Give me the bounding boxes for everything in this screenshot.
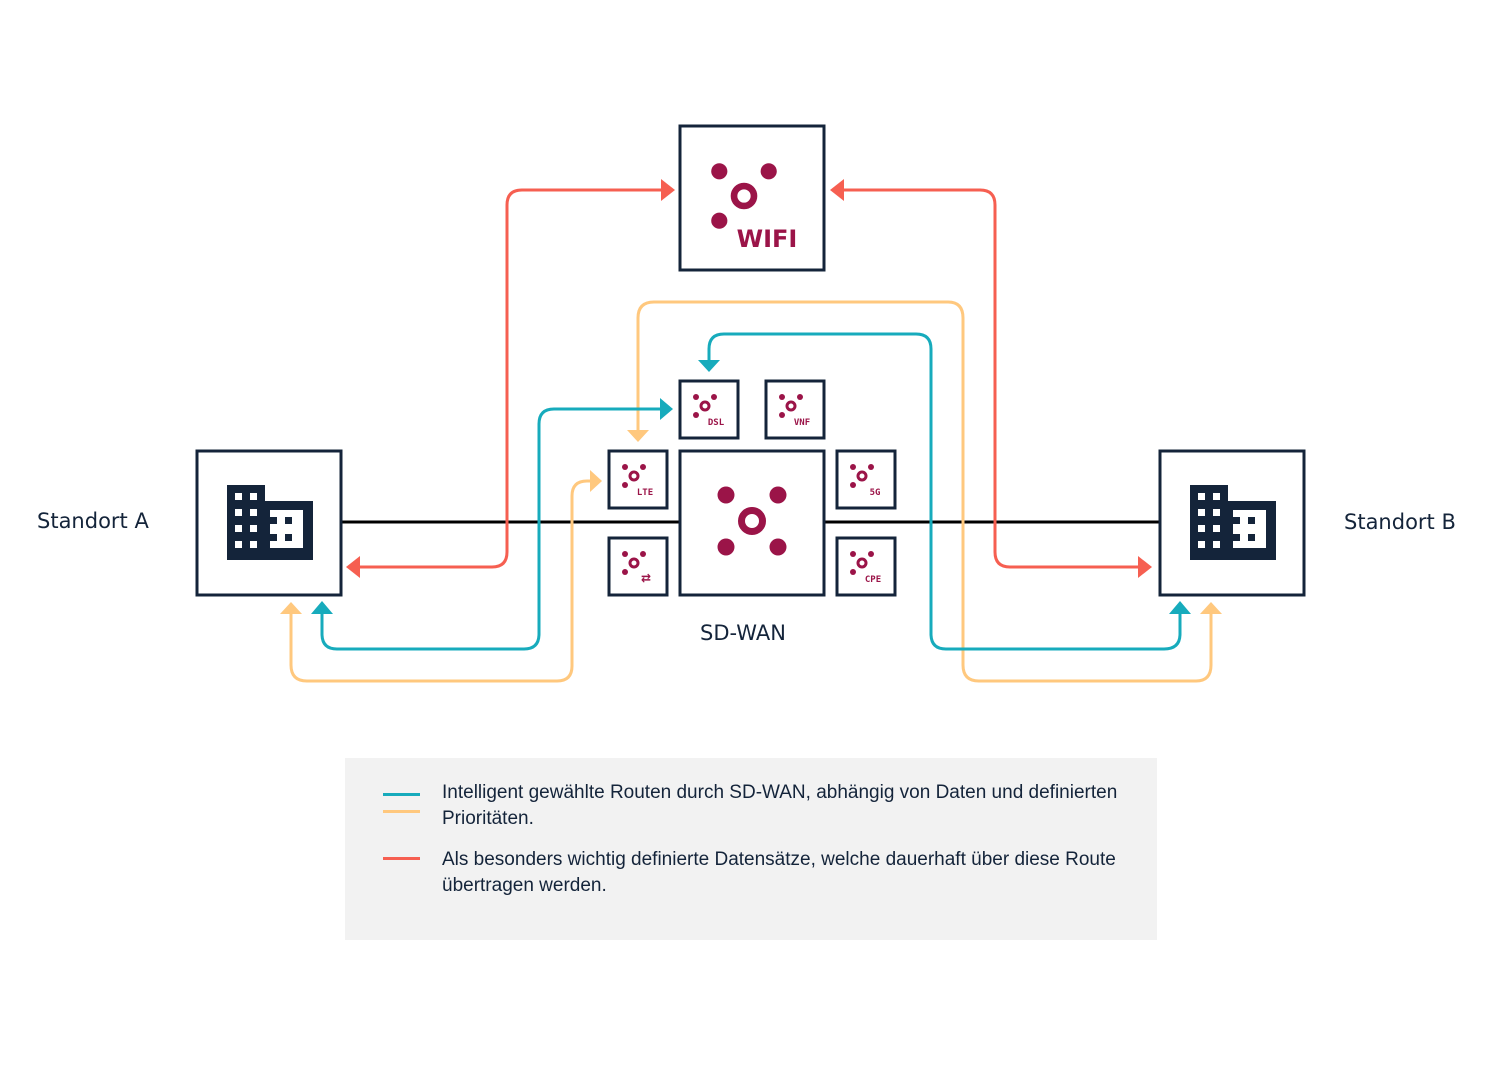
module-label: LTE (637, 488, 653, 498)
wifi-label: WIFI (737, 225, 798, 253)
sd-wan-label: SD-WAN (700, 621, 786, 645)
module-lte: LTE (607, 449, 669, 510)
arrowhead-icon (1169, 601, 1191, 614)
wifi-node: WIFI (678, 124, 826, 272)
red-route-a-wifi (356, 188, 665, 569)
arrowhead-icon (280, 602, 302, 614)
module-label: VNF (794, 418, 810, 428)
module-label: 5G (870, 488, 881, 498)
legend-swatch-teal (383, 793, 420, 796)
orange-route-a-lte (289, 479, 592, 683)
site-a-node (195, 449, 343, 597)
sd-wan-hub (678, 449, 826, 597)
legend: Intelligent gewählte Routen durch SD-WAN… (345, 758, 1157, 940)
module-dsl: DSL (678, 379, 740, 440)
module-vnf: VNF (764, 379, 826, 440)
arrowhead-icon (590, 470, 602, 492)
legend-text: Als besonders wichtig definierte Datensä… (442, 849, 1116, 896)
module-label: DSL (708, 418, 725, 428)
arrowhead-icon (346, 556, 360, 578)
teal-route-dsl-b (707, 332, 1182, 651)
arrowhead-icon (698, 360, 720, 372)
arrowhead-icon (1138, 556, 1152, 578)
arrowhead-icon (311, 601, 333, 614)
arrowhead-icon (661, 179, 675, 201)
arrowhead-icon (660, 398, 673, 420)
red-route-b-wifi (840, 188, 1142, 569)
legend-swatch-red (383, 857, 420, 860)
exchange-arrows-icon: ⇄ (641, 571, 651, 585)
legend-swatch-orange (383, 810, 420, 813)
orange-route-lte-b (636, 300, 1213, 683)
site-b-node (1158, 449, 1306, 597)
legend-text: Intelligent gewählte Routen durch SD-WAN… (442, 782, 1118, 829)
module-label: CPE (865, 575, 881, 585)
teal-route-a-dsl (320, 407, 662, 651)
site-a-label: Standort A (37, 509, 149, 533)
module-5g: 5G (835, 449, 897, 510)
arrowhead-icon (830, 179, 844, 201)
module-cpe: CPE (835, 536, 897, 597)
network-hub-icon (711, 163, 777, 229)
arrowhead-icon (1200, 602, 1222, 614)
module-exchange: ⇄ (607, 536, 669, 597)
site-b-label: Standort B (1344, 510, 1456, 534)
arrowhead-icon (627, 430, 649, 442)
